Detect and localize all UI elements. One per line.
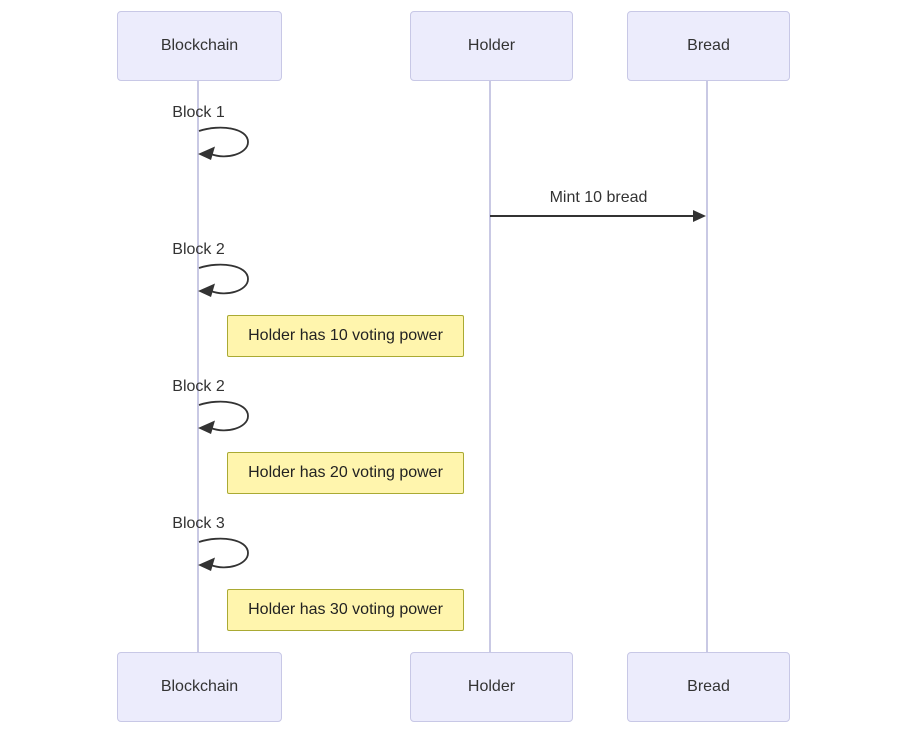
lifeline-holder: [489, 80, 491, 652]
self-message-label: Block 2: [172, 241, 225, 258]
self-message-label: Block 3: [172, 515, 225, 532]
note: Holder has 20 voting power: [227, 452, 464, 494]
self-message-label: Block 2: [172, 378, 225, 395]
actor-top-holder: Holder: [410, 11, 573, 81]
self-loop-arrow-icon: [198, 126, 249, 160]
actor-label: Blockchain: [160, 37, 239, 54]
actor-top-bread: Bread: [627, 11, 790, 81]
actor-bottom-bread: Bread: [627, 652, 790, 722]
note: Holder has 10 voting power: [227, 315, 464, 357]
actor-bottom-holder: Holder: [410, 652, 573, 722]
actor-top-blockchain: Blockchain: [117, 11, 282, 81]
message-label: Mint 10 bread: [549, 189, 648, 206]
actor-label: Blockchain: [160, 678, 239, 695]
self-loop-arrow-icon: [198, 263, 249, 297]
actor-label: Bread: [687, 37, 730, 54]
lifeline-blockchain: [197, 80, 199, 652]
actor-label: Holder: [467, 37, 516, 54]
note: Holder has 30 voting power: [227, 589, 464, 631]
actor-bottom-blockchain: Blockchain: [117, 652, 282, 722]
note-label: Holder has 20 voting power: [248, 464, 443, 481]
lifeline-bread: [706, 80, 708, 652]
actor-label: Bread: [687, 678, 730, 695]
note-label: Holder has 30 voting power: [248, 601, 443, 618]
note-label: Holder has 10 voting power: [248, 327, 443, 344]
self-loop-arrow-icon: [198, 400, 249, 434]
message-arrow-line: [490, 215, 695, 217]
self-loop-arrow-icon: [198, 537, 249, 571]
self-message-label: Block 1: [172, 104, 225, 121]
actor-label: Holder: [467, 678, 516, 695]
arrow-right-icon: [693, 210, 706, 222]
